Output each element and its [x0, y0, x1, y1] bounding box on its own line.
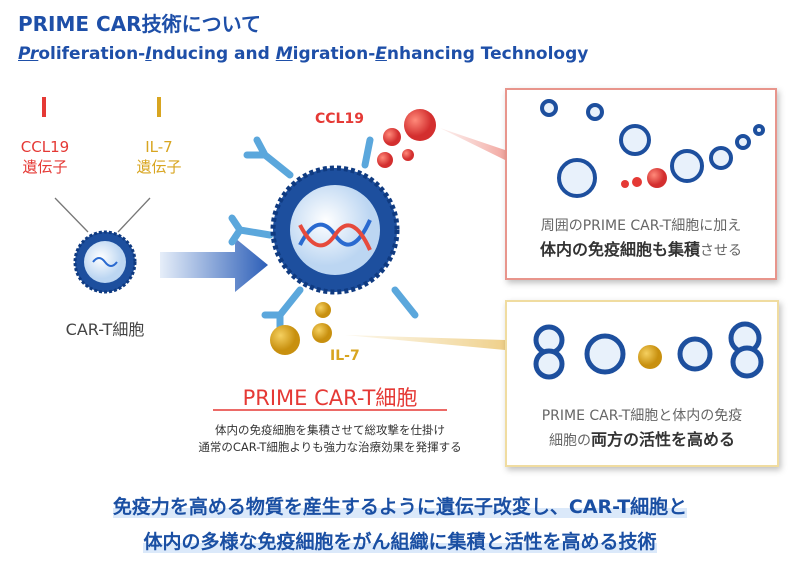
ccl19-gene-label: CCL19 遺伝子	[10, 138, 80, 177]
il7-label: IL-7	[330, 348, 360, 364]
activation-text: PRIME CAR-T細胞と体内の免疫 細胞の両方の活性を高める	[507, 404, 777, 453]
activated-cells-icon	[533, 321, 764, 380]
subtitle-m: M	[275, 44, 293, 64]
subtitle-part: oliferation-	[38, 44, 146, 64]
subtitle: Proliferation-Inducing and Migration-Enh…	[18, 44, 588, 64]
accumulation-panel: 周囲のPRIME CAR-T細胞に加え 体内の免疫細胞も集積させる	[505, 88, 777, 280]
box1-bold: 体内の免疫細胞も集積	[539, 240, 700, 259]
subtitle-p: Pr	[18, 44, 39, 64]
summary-text: 免疫力を高める物質を産生するように遺伝子改変し、CAR-T細胞と	[112, 496, 688, 518]
ccl19-particles	[377, 109, 436, 168]
page-title: PRIME CAR技術について	[18, 12, 261, 36]
ccl19-label: CCL19	[315, 111, 364, 127]
accumulation-text: 周囲のPRIME CAR-T細胞に加え 体内の免疫細胞も集積させる	[507, 214, 775, 263]
summary-text: 体内の多様な免疫細胞をがん組織に集積と活性を高める技術	[143, 531, 657, 553]
gene-text: 遺伝子	[22, 158, 68, 176]
gene-arrows	[54, 197, 151, 233]
ccl19-gene-bar	[42, 97, 46, 117]
ccl19-beam	[440, 128, 505, 160]
summary-line-2: 体内の多様な免疫細胞をがん組織に集積と活性を高める技術	[0, 527, 800, 554]
box1-rest: させる	[700, 243, 742, 259]
il7-particles	[270, 302, 332, 355]
subtitle-part: nhancing Technology	[386, 44, 589, 64]
il7-text: IL-7	[145, 138, 173, 156]
activation-panel: PRIME CAR-T細胞と体内の免疫 細胞の両方の活性を高める	[505, 300, 779, 467]
transform-arrow	[160, 238, 268, 292]
desc-line: 体内の免疫細胞を集積させて総攻撃を仕掛け	[215, 423, 445, 437]
prime-description: 体内の免疫細胞を集積させて総攻撃を仕掛け通常のCAR-T細胞よりも強力な治療効果…	[150, 422, 510, 456]
desc-line: 通常のCAR-T細胞よりも強力な治療効果を発揮する	[198, 440, 462, 454]
il7-gene-bar	[157, 97, 161, 117]
subtitle-e: E	[375, 44, 387, 64]
box1-line1: 周囲のPRIME CAR-T細胞に加え	[540, 218, 742, 234]
subtitle-part: nducing and	[151, 44, 276, 64]
ccl19-text: CCL19	[20, 138, 70, 156]
prime-car-t-cell-icon	[228, 136, 419, 334]
box2-line1: PRIME CAR-T細胞と体内の免疫	[541, 408, 743, 424]
subtitle-i: I	[145, 44, 152, 64]
il7-gene-label: IL-7 遺伝子	[124, 138, 194, 177]
box2-bold: 両方の活性を高める	[590, 430, 735, 449]
summary-line-1: 免疫力を高める物質を産生するように遺伝子改変し、CAR-T細胞と	[0, 492, 800, 519]
il7-beam	[345, 335, 505, 350]
immune-cells-gathering-icon	[540, 99, 765, 198]
car-t-cell-icon	[73, 230, 137, 294]
subtitle-part: igration-	[292, 44, 376, 64]
prime-car-t-title: PRIME CAR-T細胞	[242, 386, 418, 410]
gene-text: 遺伝子	[136, 158, 182, 176]
car-t-label: CAR-T細胞	[65, 320, 145, 339]
box2-pre: 細胞の	[548, 433, 591, 449]
